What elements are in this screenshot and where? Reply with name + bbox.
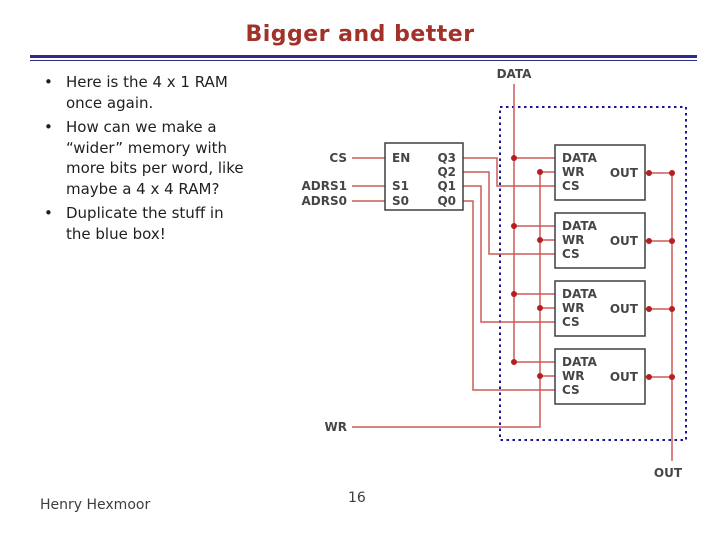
decoder-q3-label: Q3 [437, 151, 456, 165]
ram-cell-box [554, 144, 646, 201]
data-bus-wires [513, 84, 555, 363]
cell-cs-label: CS [562, 315, 580, 329]
output-wires [645, 172, 673, 461]
cell-wr-label: WR [562, 233, 584, 247]
ram-cell-box [554, 280, 646, 337]
bullet-list: Here is the 4 x 1 RAM once again. How ca… [40, 72, 250, 248]
junction-dots [511, 155, 675, 380]
cell-out-label: OUT [610, 370, 639, 384]
page-number: 16 [348, 490, 366, 506]
decoder-s0-label: S0 [392, 194, 409, 208]
cell-out-label: OUT [610, 302, 639, 316]
ram-cell: DATA WR CS OUT [554, 212, 646, 269]
ram-cell: DATA WR CS OUT [554, 144, 646, 201]
highlight-dashed-box [499, 106, 687, 441]
decoder-box [384, 142, 464, 211]
cell-out-label: OUT [610, 234, 639, 248]
title-rule-thin [30, 60, 697, 61]
data-signal-label: DATA [497, 67, 533, 81]
cell-data-label: DATA [562, 219, 598, 233]
cell-wr-label: WR [562, 165, 584, 179]
out-signal-label: OUT [654, 466, 683, 480]
wr-signal-label: WR [325, 420, 347, 434]
footer-author: Henry Hexmoor [40, 497, 151, 513]
decoder-q0-label: Q0 [437, 194, 456, 208]
adrs0-signal-label: ADRS0 [302, 194, 347, 208]
ram-cell: DATA WR CS OUT [554, 280, 646, 337]
decoder-en-label: EN [392, 151, 410, 165]
ram-cell-box [554, 212, 646, 269]
cell-cs-label: CS [562, 383, 580, 397]
cell-data-label: DATA [562, 287, 598, 301]
cell-data-label: DATA [562, 151, 598, 165]
cell-wr-label: WR [562, 369, 584, 383]
adrs1-signal-label: ADRS1 [302, 179, 347, 193]
bullet-item: How can we make a “wider” memory with mo… [40, 117, 250, 199]
cell-data-label: DATA [562, 355, 598, 369]
cs-signal-label: CS [329, 151, 347, 165]
bullet-item: Here is the 4 x 1 RAM once again. [40, 72, 250, 113]
decoder-input-wires [352, 157, 385, 202]
title-rule-thick [30, 55, 697, 58]
cell-cs-label: CS [562, 179, 580, 193]
slide-title: Bigger and better [245, 22, 475, 47]
decoder-q1-label: Q1 [437, 179, 456, 193]
ram-cell: DATA WR CS OUT [554, 348, 646, 405]
bullet-item: Duplicate the stuff in the blue box! [40, 203, 250, 244]
decoder-q2-label: Q2 [437, 165, 456, 179]
ram-cell-box [554, 348, 646, 405]
decoder-s1-label: S1 [392, 179, 409, 193]
cell-wr-label: WR [562, 301, 584, 315]
cell-out-label: OUT [610, 166, 639, 180]
decoder-output-wires [463, 157, 555, 391]
cell-cs-label: CS [562, 247, 580, 261]
